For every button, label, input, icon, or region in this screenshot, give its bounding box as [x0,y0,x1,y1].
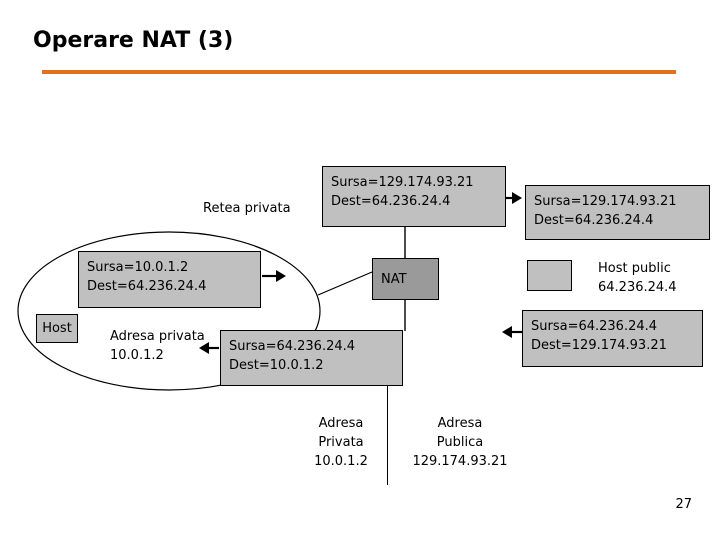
private-address-line2: 10.0.1.2 [110,348,164,363]
host-box[interactable]: Host [36,314,78,343]
private-network-label: Retea privata [203,201,291,216]
footer-public-line1: Adresa [437,416,483,431]
packet-outbound-translated-line1: Sursa=129.174.93.21 [331,175,474,190]
packet-box-outbound-private[interactable]: Sursa=10.0.1.2 Dest=64.236.24.4 [78,251,261,308]
packet-box-arriving-public[interactable]: Sursa=129.174.93.21 Dest=64.236.24.4 [525,185,710,240]
packet-box-reply-translated[interactable]: Sursa=64.236.24.4 Dest=10.0.1.2 [220,330,403,386]
footer-public-address: Adresa Publica 129.174.93.21 [408,414,512,471]
packet-arriving-public-line2: Dest=64.236.24.4 [534,213,654,228]
footer-private-address: Adresa Privata 10.0.1.2 [311,414,371,471]
title-divider-rule [42,70,676,74]
legend-host-public-label: Host public 64.236.24.4 [598,259,677,297]
packet-outbound-translated-line2: Dest=64.236.24.4 [331,194,451,209]
packet-arriving-public-line1: Sursa=129.174.93.21 [534,194,677,209]
packet-reply-translated-line1: Sursa=64.236.24.4 [229,339,356,354]
packet-box-reply-public[interactable]: Sursa=64.236.24.4 Dest=129.174.93.21 [522,310,703,367]
packet-box-outbound-translated[interactable]: Sursa=129.174.93.21 Dest=64.236.24.4 [322,166,506,227]
private-address-line1: Adresa privata [110,329,205,344]
footer-private-line3: 10.0.1.2 [314,454,368,469]
packet-outbound-private-line1: Sursa=10.0.1.2 [87,260,189,275]
footer-public-line2: Publica [436,435,484,450]
legend-host-public-line2: 64.236.24.4 [598,280,677,295]
footer-private-line1: Adresa [318,416,364,431]
connector-ellipse-to-nat [317,271,373,296]
address-space-divider [387,386,388,485]
legend-host-public-line1: Host public [598,261,671,276]
private-address-label: Adresa privata 10.0.1.2 [110,327,205,365]
packet-outbound-private-line2: Dest=64.236.24.4 [87,279,207,294]
packet-reply-translated-line2: Dest=10.0.1.2 [229,358,324,373]
footer-private-line2: Privata [318,435,364,450]
arrow-reply-public [502,326,522,338]
packet-reply-public-line2: Dest=129.174.93.21 [531,338,667,353]
legend-swatch-host-public [527,260,572,291]
nat-box[interactable]: NAT [372,258,439,300]
arrow-outbound-translated [506,192,522,204]
packet-reply-public-line1: Sursa=64.236.24.4 [531,319,658,334]
page-title: Operare NAT (3) [33,28,234,53]
page-number: 27 [675,497,692,512]
footer-public-line3: 129.174.93.21 [412,454,508,469]
arrow-outbound-private [262,270,286,282]
